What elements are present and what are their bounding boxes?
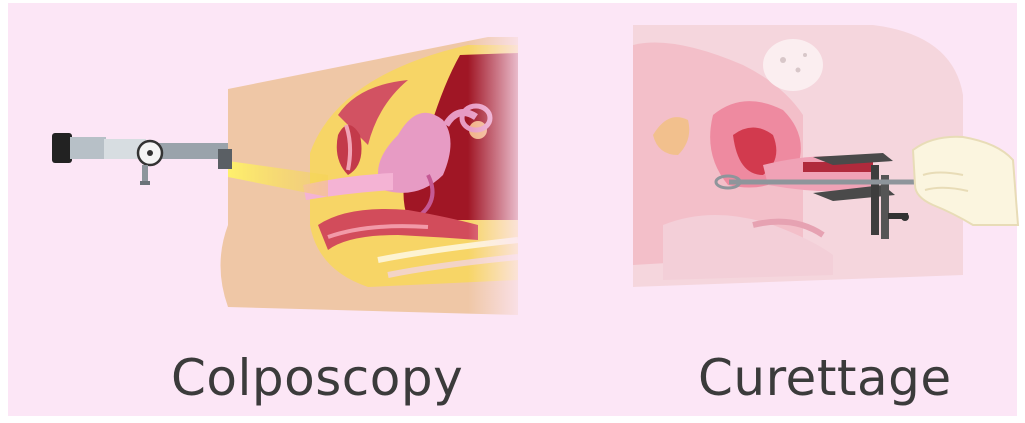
illustration-canvas: Colposcopy Curettage — [8, 3, 1017, 416]
colposcopy-illustration — [48, 25, 528, 315]
curettage-illustration — [633, 25, 1023, 315]
colposcopy-caption: Colposcopy — [171, 349, 463, 407]
colposcope-icon — [52, 133, 232, 185]
curettage-caption: Curettage — [698, 349, 952, 407]
